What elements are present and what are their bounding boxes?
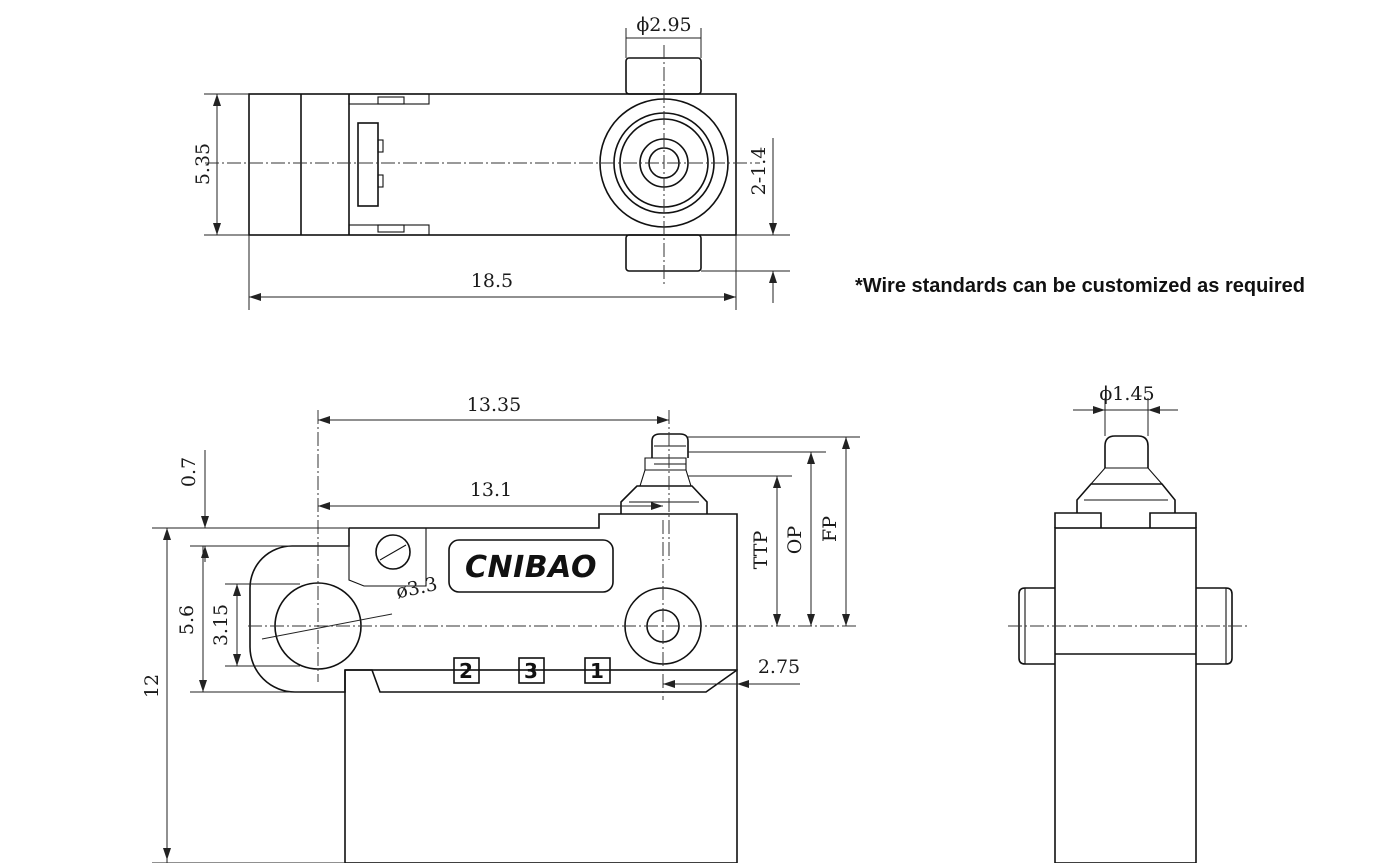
label-op: OP [784, 526, 806, 555]
top-view [204, 28, 790, 310]
dim-top-height: 5.35 [192, 143, 214, 185]
terminal-label-2: 2 [459, 659, 473, 683]
side-view [1008, 398, 1250, 863]
dim-front-hole-dia: ø3.3 [394, 573, 439, 603]
dim-front-height-a: 5.6 [176, 605, 198, 635]
dim-front-top-offset: 0.7 [178, 457, 200, 487]
dim-side-plunger-dia: ϕ1.45 [1099, 383, 1154, 405]
logo-text: CNIBAO [465, 550, 597, 585]
front-view [152, 410, 860, 863]
label-ttp: TTP [750, 531, 772, 570]
dim-front-width-a: 13.35 [467, 394, 521, 416]
dim-front-height-b: 3.15 [210, 604, 232, 646]
label-fp: FP [819, 516, 841, 542]
dim-top-plunger-dia: ϕ2.95 [636, 14, 691, 36]
dim-front-hole-offset: 2.75 [758, 656, 800, 678]
wire-standards-note: *Wire standards can be customized as req… [855, 275, 1305, 297]
terminal-label-1: 1 [590, 659, 604, 683]
dim-front-height-total: 12 [141, 674, 163, 698]
dim-top-hole-offset: 2-1.4 [748, 147, 770, 196]
dim-front-width-b: 13.1 [470, 479, 512, 501]
dim-top-length: 18.5 [471, 270, 513, 292]
terminal-label-3: 3 [524, 659, 538, 683]
